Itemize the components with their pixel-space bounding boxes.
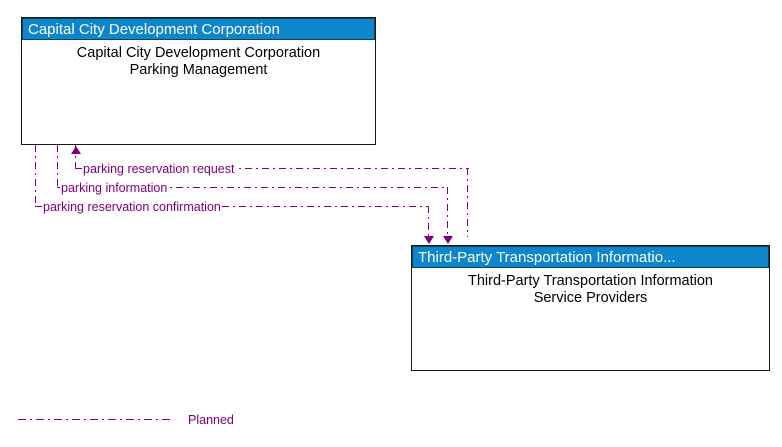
flow-line-parking-information-horizontal (57, 187, 448, 189)
entity-box-third-party-transportation-information-service-providers[interactable]: Third-Party Transportation Informatio...… (411, 245, 770, 371)
entity-header-capital-city-development-corporation: Capital City Development Corporation (22, 18, 375, 40)
flow-arrowhead-parking-information-down (443, 236, 453, 244)
legend-label-planned: Planned (188, 413, 234, 427)
flow-label-parking-information: parking information (60, 181, 169, 195)
flow-arrowhead-parking-information-up (71, 146, 81, 154)
flow-line-parking-reservation-confirmation-vertical-start (35, 145, 37, 207)
flow-line-parking-reservation-request-horizontal (75, 168, 469, 170)
flow-line-parking-information-vertical-end (447, 187, 449, 237)
flow-label-parking-reservation-confirmation: parking reservation confirmation (42, 200, 222, 214)
entity-title-capital-city-development-corporation: Capital City Development Corporation Par… (76, 45, 321, 78)
flow-line-parking-reservation-confirmation-horizontal (35, 206, 429, 208)
flow-line-parking-reservation-request-vertical-end (467, 168, 469, 237)
entity-header-third-party-transportation-information-service-providers: Third-Party Transportation Informatio... (412, 246, 769, 268)
flow-line-parking-reservation-request-vertical-start (75, 145, 77, 169)
entity-box-capital-city-development-corporation[interactable]: Capital City Development Corporation Cap… (21, 17, 376, 145)
flow-line-parking-reservation-confirmation-vertical-end (428, 206, 430, 237)
flow-label-parking-reservation-request: parking reservation request (82, 162, 236, 176)
flow-line-parking-information-vertical-start (57, 145, 59, 188)
entity-title-third-party-transportation-information-service-providers: Third-Party Transportation Information S… (468, 273, 713, 306)
legend-line-planned (18, 419, 170, 421)
flow-arrowhead-parking-reservation-confirmation-down (424, 236, 434, 244)
